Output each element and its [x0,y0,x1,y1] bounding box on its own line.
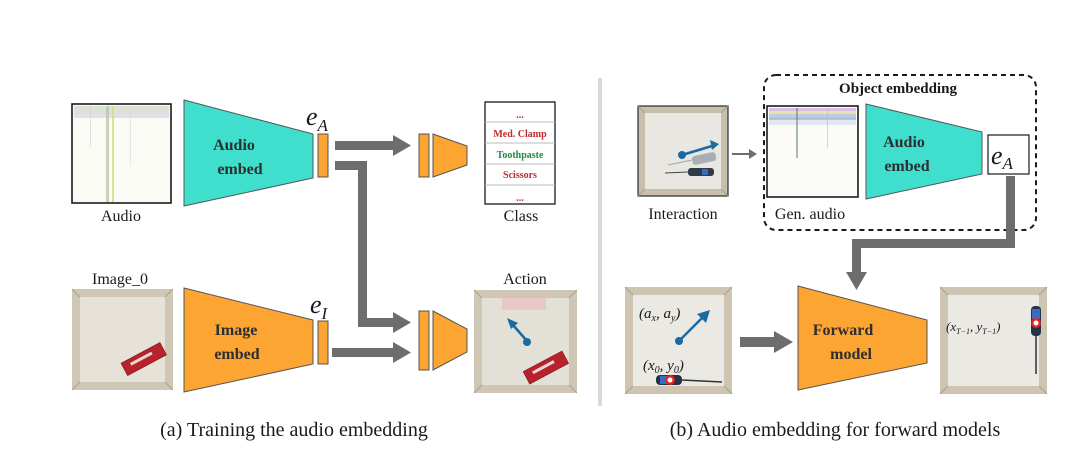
screwdriver-ghost-icon [667,152,717,166]
panel-b: Interaction Object embedding Gen. audio … [624,74,1048,441]
image-embed-block [183,287,314,393]
audio-embed-b-label-line1: Audio [883,134,925,151]
push-arrow-icon [678,140,719,159]
e-a-output-box [987,134,1030,175]
screwdriver-icon [1031,306,1041,374]
arrow-ea-to-classifier [335,135,411,156]
arrow-state-to-forward-model [740,331,793,353]
panel-a: Audio Audio embed eA ... Med. Clamp Toot… [71,99,578,441]
interaction-photo [637,105,729,197]
forward-model-block [797,285,928,391]
class-table [484,101,556,205]
end-state-photo [939,286,1048,395]
arrow-ei-to-action [332,342,411,363]
audio-spectrogram [71,103,172,204]
class-item: ... [516,193,524,204]
screwdriver-icon [664,168,714,176]
class-label: Class [504,208,539,225]
screwdriver-icon [656,375,723,385]
e-a-vector [317,133,329,178]
audio-embed-label-line1: Audio [213,137,255,154]
action-vector [418,310,430,371]
class-item: Toothpaste [497,150,544,161]
action-coordinate: (ax, ay) [639,306,680,324]
action-photo [473,289,578,394]
e-a-output-symbol: eA [991,141,1014,173]
e-i-vector [317,320,329,365]
forward-model-label-line2: model [830,346,872,363]
object-embedding-title: Object embedding [839,81,957,97]
arrow-ea-to-action [335,161,411,333]
end-coordinate: (xT−1, yT−1) [946,319,1000,336]
panel-divider [598,78,602,406]
image-embed-label-line1: Image [215,322,258,339]
e-a-symbol: eA [306,102,329,135]
object-embedding-box [763,74,1037,231]
forward-model-label-line1: Forward [813,322,874,339]
audio-embed-label-line2: embed [217,161,262,178]
arrow-interaction-to-audio [732,149,757,159]
gen-audio-label: Gen. audio [775,206,845,223]
class-item: ... [516,110,524,121]
classifier-vector [418,133,430,178]
image0-label: Image_0 [92,271,148,288]
classifier-head [432,133,468,178]
action-label: Action [503,271,547,288]
gen-audio-spectrogram [766,105,859,198]
e-i-symbol: eI [310,290,329,323]
audio-embed-block-b [865,103,983,200]
start-coordinate: (x0, y0) [643,358,684,376]
audio-embed-block [183,99,314,207]
toothpaste-box-icon [120,342,167,376]
start-state-photo [624,286,733,395]
image0-photo [71,288,174,391]
push-arrow-icon [675,310,710,345]
action-head [432,310,468,371]
interaction-label: Interaction [648,206,717,223]
arrow-ea-to-forward-model [846,176,1015,290]
push-arrow-icon [507,318,531,346]
caption-b: (b) Audio embedding for forward models [670,419,1001,441]
audio-label: Audio [101,208,141,225]
class-item: Scissors [503,170,537,181]
class-item: Med. Clamp [493,129,547,140]
caption-a: (a) Training the audio embedding [160,419,428,441]
audio-embed-b-label-line2: embed [884,158,929,175]
image-embed-label-line2: embed [214,346,259,363]
